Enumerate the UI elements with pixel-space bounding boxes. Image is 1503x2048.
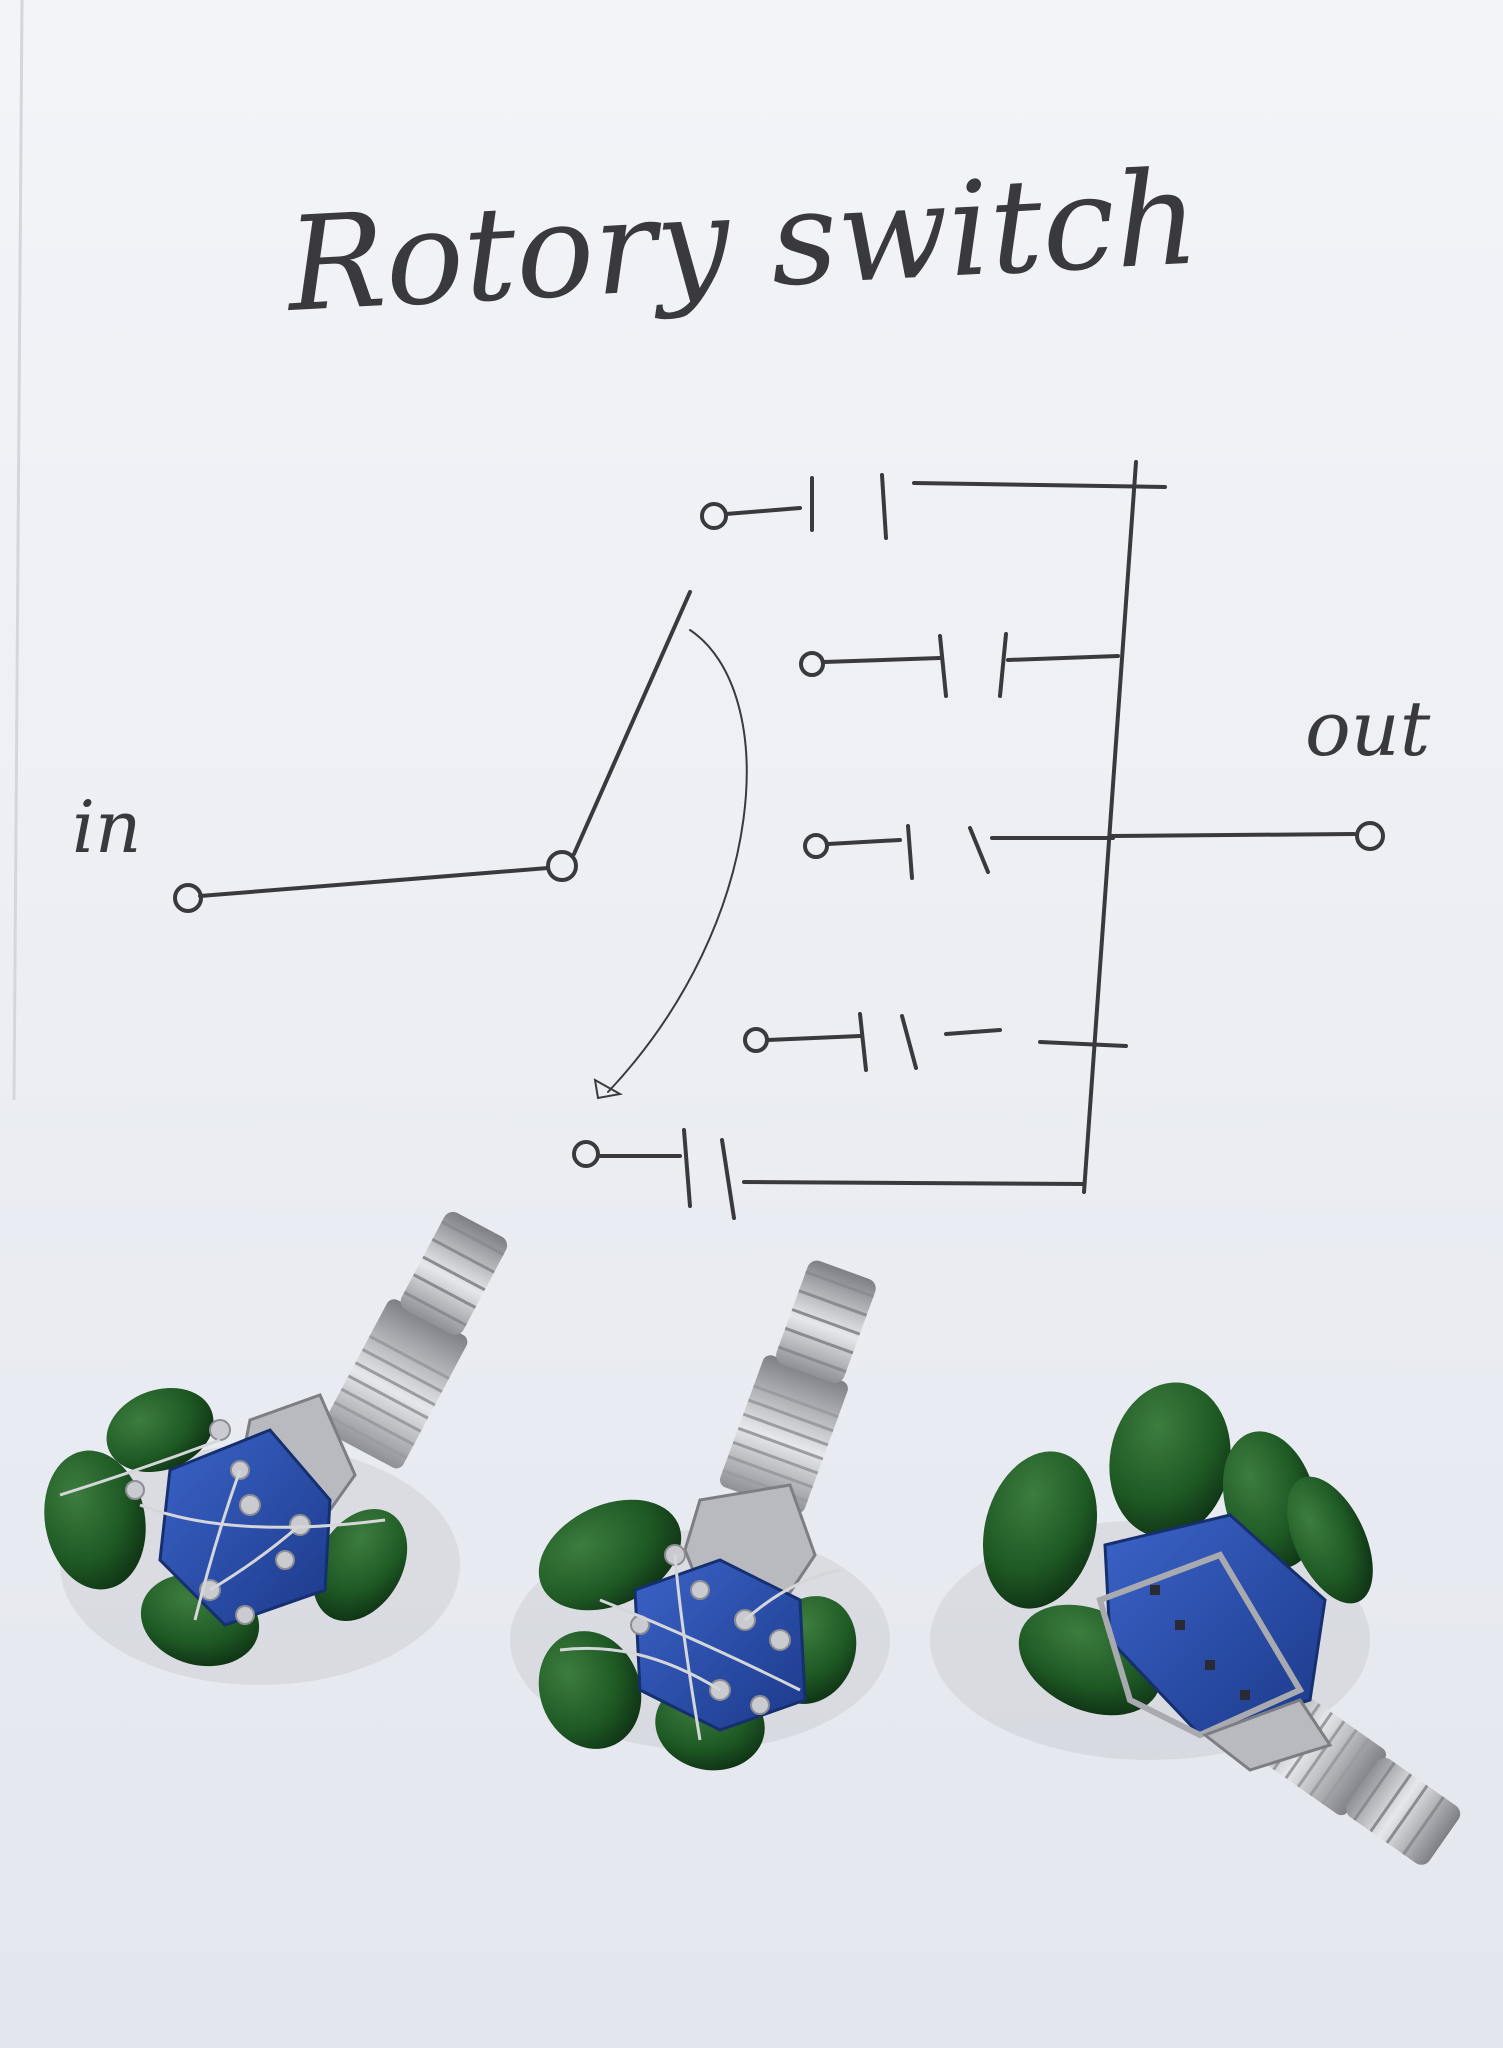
output-bus bbox=[1082, 460, 1138, 1194]
rotary-switch-3 bbox=[930, 1382, 1461, 1865]
contact-terminal bbox=[743, 1027, 769, 1053]
paper-edge bbox=[12, 0, 24, 1101]
switch-pivot bbox=[546, 850, 578, 882]
output-terminal bbox=[1355, 821, 1385, 851]
rotary-switch-2 bbox=[510, 1260, 890, 1771]
rotary-switch-1 bbox=[44, 1211, 508, 1685]
output-wire bbox=[1108, 832, 1356, 838]
input-label: in bbox=[72, 785, 141, 869]
sketch-title: Rotory switch bbox=[282, 141, 1203, 341]
contact-terminal bbox=[799, 651, 825, 677]
output-label: out bbox=[1305, 684, 1431, 773]
rotation-arrow-head bbox=[593, 1078, 623, 1100]
contact-terminal bbox=[572, 1140, 600, 1168]
switch-arm bbox=[572, 590, 692, 856]
contact-terminal bbox=[803, 833, 829, 859]
contact-terminal bbox=[700, 502, 728, 530]
input-terminal bbox=[173, 883, 203, 913]
input-wire bbox=[198, 866, 550, 898]
rotation-arrow-curve bbox=[607, 629, 748, 1093]
schematic-sketch: Rotory switch in bbox=[72, 141, 1431, 1220]
